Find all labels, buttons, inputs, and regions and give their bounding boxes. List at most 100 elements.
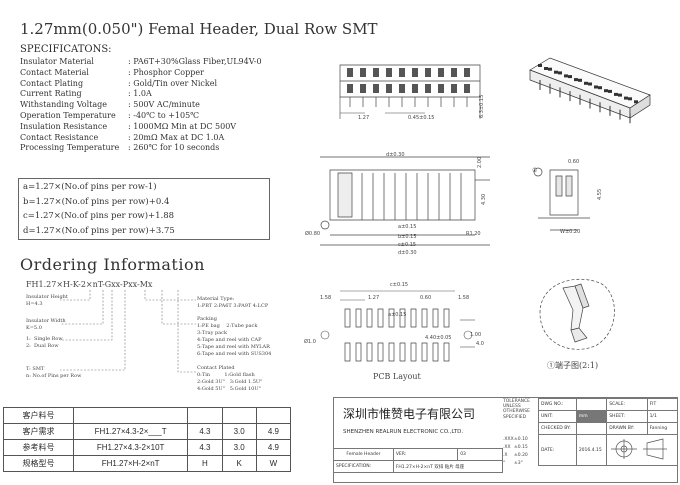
date-label: DATE: [538, 434, 577, 466]
top-pin-slot [425, 68, 431, 77]
ordering-left-note: Insulator Width K=5.0 [26, 318, 66, 331]
tolerance-key: .X [503, 453, 508, 458]
unit-value: mm [575, 410, 608, 423]
bom-cell: FH1.27×H-2×nT [72, 455, 189, 472]
top-pin-slot [399, 84, 405, 93]
pcb-dim-0-60: 0.60 [420, 295, 432, 301]
formula-line: d=1.27×(No.of pins per row)+3.75 [23, 225, 175, 236]
spec-label: Insulation Resistance [20, 121, 108, 131]
terminal-detail-drawing [535, 268, 625, 358]
front-view-drawing [300, 145, 500, 255]
tolerance-value: ±0.10 [514, 437, 528, 442]
bom-cell: 4.9 [255, 439, 292, 456]
ordering-left-note: T: SMT n: No.of Pins per Row [26, 366, 82, 379]
dim-phi-0-80: Ø0.80 [305, 231, 321, 237]
iso-hole [628, 97, 632, 101]
ordering-heading: Ordering Information [20, 255, 205, 274]
bom-cell [255, 407, 292, 424]
bom-cell: FH1.27×4.3-2×___T [72, 423, 189, 440]
pcb-pad [345, 309, 350, 327]
tolerance-note: TOLERANCE UNLESS OTHERWISE SPECIFIED [503, 399, 531, 420]
iso-hole [538, 64, 542, 67]
spec-value: : 20mΩ Max at DC 1.0A [128, 132, 225, 142]
tolerance-value: ±3° [514, 461, 523, 466]
pcb-pad [433, 343, 438, 361]
pcb-pad [444, 343, 449, 361]
iso-hole [568, 75, 572, 79]
pcb-dim-1-58-left: 1.58 [320, 295, 332, 301]
spec-label: Contact Plating [20, 78, 84, 88]
formula-line: c=1.27×(No.of pins per row)+1.88 [23, 211, 175, 221]
specification-label: SPECIFICATION: [333, 460, 394, 473]
unit-label: UNIT: [538, 410, 577, 423]
checked-label: CHECKED BY: [538, 422, 577, 435]
spec-value: : 1000MΩ Min at DC 500V [128, 121, 237, 131]
iso-hole [588, 82, 592, 86]
bom-cell: 规格型号 [3, 455, 74, 472]
pcb-pad [411, 309, 416, 327]
pcb-dim-phi-1: Ø1.0 [304, 339, 316, 345]
spec-heading: SPECIFICATONS: [20, 44, 112, 55]
iso-hole [548, 67, 552, 71]
iso-hole [618, 93, 622, 97]
tolerance-value: ±0.15 [514, 445, 528, 450]
pcb-dim-1-00: 1.00 [470, 332, 482, 338]
sheet-value: 1/1 [646, 410, 679, 423]
bom-cell: 3.0 [221, 423, 257, 440]
pcb-dim-4-0: 4.0 [476, 341, 484, 347]
dim-d-030-bottom: d±0.30 [398, 250, 417, 256]
dim-2-00: 2.00 [477, 156, 483, 168]
pcb-dim-c: c±0.15 [390, 282, 409, 288]
iso-hole [544, 67, 548, 70]
top-pin-slot [464, 68, 470, 77]
bom-cell: 参考料号 [3, 439, 74, 456]
top-pin-slot [386, 84, 392, 93]
ordering-right-note: Material Type: 1:PBT 2:PA6T 3:PA9T 4:LCP [197, 296, 269, 309]
spec-label: Current Rating [20, 89, 82, 99]
pcb-pad [378, 343, 383, 361]
top-pin-slot [425, 84, 431, 93]
pcb-pad [422, 309, 427, 327]
spec-value: : -40℃ to +105℃ [128, 111, 200, 120]
dim-a-015: a±0.15 [398, 224, 417, 230]
dim-r-1-20: R1.20 [466, 231, 481, 237]
side-view-drawing [530, 160, 610, 240]
top-pin-slot [399, 68, 405, 77]
ver-label: VER: [392, 448, 459, 461]
drawn-label: DRAWN BY: [606, 422, 648, 435]
formula-box: a=1.27×(No.of pins per row-1)b=1.27×(No.… [18, 178, 270, 240]
top-pin-slot [373, 68, 379, 77]
formula-line: a=1.27×(No.of pins per row-1) [23, 182, 157, 192]
dim-6-3: 6.3±0.15 [479, 94, 485, 118]
pcb-dim-a: a±0.15 [388, 312, 407, 318]
spec-label: Operation Temperature [20, 111, 116, 120]
bom-cell: 4.9 [255, 423, 292, 440]
scale-value: FIT [646, 398, 679, 411]
top-pin-slot [464, 84, 470, 93]
top-pin-slot [438, 68, 444, 77]
top-pin-slot [347, 84, 353, 93]
top-pin-slot [360, 84, 366, 93]
spec-value: : 260℃ for 10 seconds [128, 143, 220, 153]
ordering-right-note: Packing 1:PE bag 2:Tube pack 3:Tray pack… [197, 316, 272, 357]
drawn-value: Fanning [646, 422, 679, 435]
pcb-dim-1-27: 1.27 [368, 295, 380, 301]
page-title: 1.27mm(0.050") Femal Header, Dual Row SM… [20, 20, 378, 38]
specification-value: FH1.27×H-2×nT 双排 贴片 母座 [392, 460, 504, 473]
top-pin-slot [347, 68, 353, 77]
pcb-pad [367, 343, 372, 361]
iso-hole [578, 78, 582, 82]
bom-cell: W [255, 455, 292, 472]
iso-hole [558, 71, 562, 75]
pcb-dim-4-40: 4.40±0.05 [425, 335, 452, 341]
bom-cell: 4.3 [187, 423, 223, 440]
terminal-detail-label: ①端子图(2:1) [547, 361, 599, 370]
spec-value: : 1.0A [128, 89, 152, 99]
pcb-pad [422, 343, 427, 361]
pcb-pad [367, 309, 372, 327]
pcb-pad [356, 309, 361, 327]
iso-hole [614, 92, 618, 96]
